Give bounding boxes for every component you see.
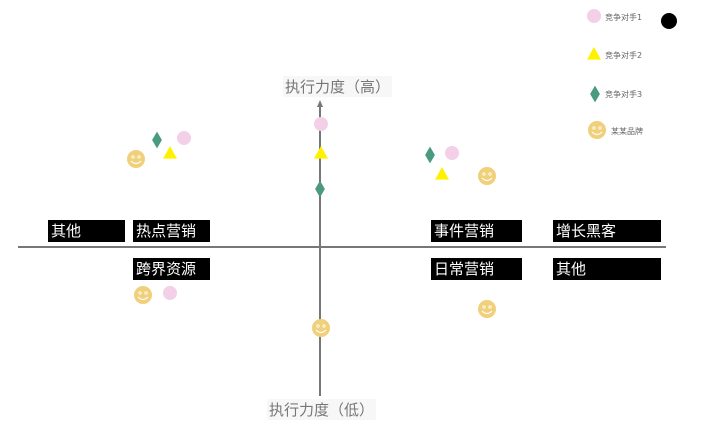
circle-marker-icon bbox=[177, 131, 191, 145]
circle-marker-icon bbox=[445, 146, 459, 160]
diamond-marker-icon bbox=[425, 146, 435, 164]
triangle-marker-icon bbox=[163, 146, 177, 159]
legend-label: 竞争对手3 bbox=[605, 90, 643, 99]
legend-label: 竞争对手2 bbox=[605, 51, 643, 60]
category-label: 事件营销 bbox=[431, 220, 522, 242]
circle-marker-icon bbox=[314, 117, 328, 131]
smiley-marker-icon bbox=[312, 319, 330, 337]
smiley-marker-icon bbox=[134, 286, 152, 304]
category-label: 其他 bbox=[48, 220, 125, 242]
triangle-marker-icon bbox=[314, 146, 328, 159]
category-label: 其他 bbox=[553, 258, 661, 280]
category-label: 跨界资源 bbox=[133, 258, 210, 280]
category-label: 增长黑客 bbox=[553, 220, 661, 242]
circle-marker-icon bbox=[163, 286, 177, 300]
smiley-marker-icon bbox=[127, 150, 145, 168]
legend-label: 竞争对手1 bbox=[605, 13, 643, 22]
diamond-marker-icon bbox=[315, 180, 325, 198]
diamond-marker-icon bbox=[152, 131, 162, 149]
smiley-marker-icon bbox=[478, 167, 496, 185]
black-dot-icon bbox=[661, 13, 677, 29]
smiley-marker-icon bbox=[588, 121, 606, 139]
smiley-marker-icon bbox=[478, 300, 496, 318]
axis-title-bottom: 执行力度（低） bbox=[267, 399, 377, 420]
category-label: 热点营销 bbox=[133, 220, 210, 242]
circle-marker-icon bbox=[587, 9, 601, 23]
triangle-marker-icon bbox=[587, 47, 601, 60]
axis-arrow-icon bbox=[317, 100, 323, 107]
legend-label: 某某品牌 bbox=[611, 127, 643, 136]
axis-title-top: 执行力度（高） bbox=[283, 76, 393, 97]
category-label: 日常营销 bbox=[431, 258, 522, 280]
triangle-marker-icon bbox=[435, 167, 449, 180]
diamond-marker-icon bbox=[590, 85, 600, 103]
